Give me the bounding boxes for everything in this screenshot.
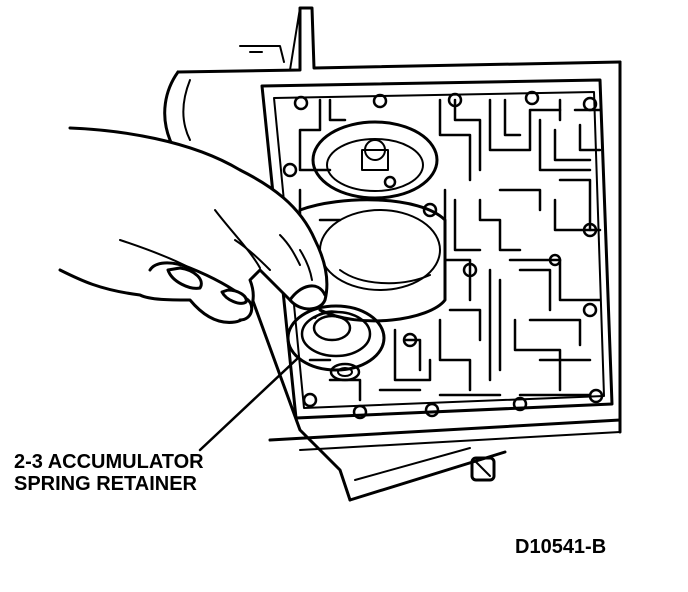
figure-id: D10541-B — [515, 536, 607, 558]
lower-accumulator-bore — [298, 198, 447, 323]
spring-retainer — [286, 304, 386, 382]
callout-label-line-2: SPRING RETAINER — [14, 473, 197, 495]
upper-accumulator-bore — [311, 120, 439, 200]
callout-label-line-1: 2-3 ACCUMULATOR — [14, 451, 204, 473]
hand — [58, 126, 329, 324]
fluid-passages — [298, 98, 602, 402]
callout-leader — [198, 356, 300, 452]
